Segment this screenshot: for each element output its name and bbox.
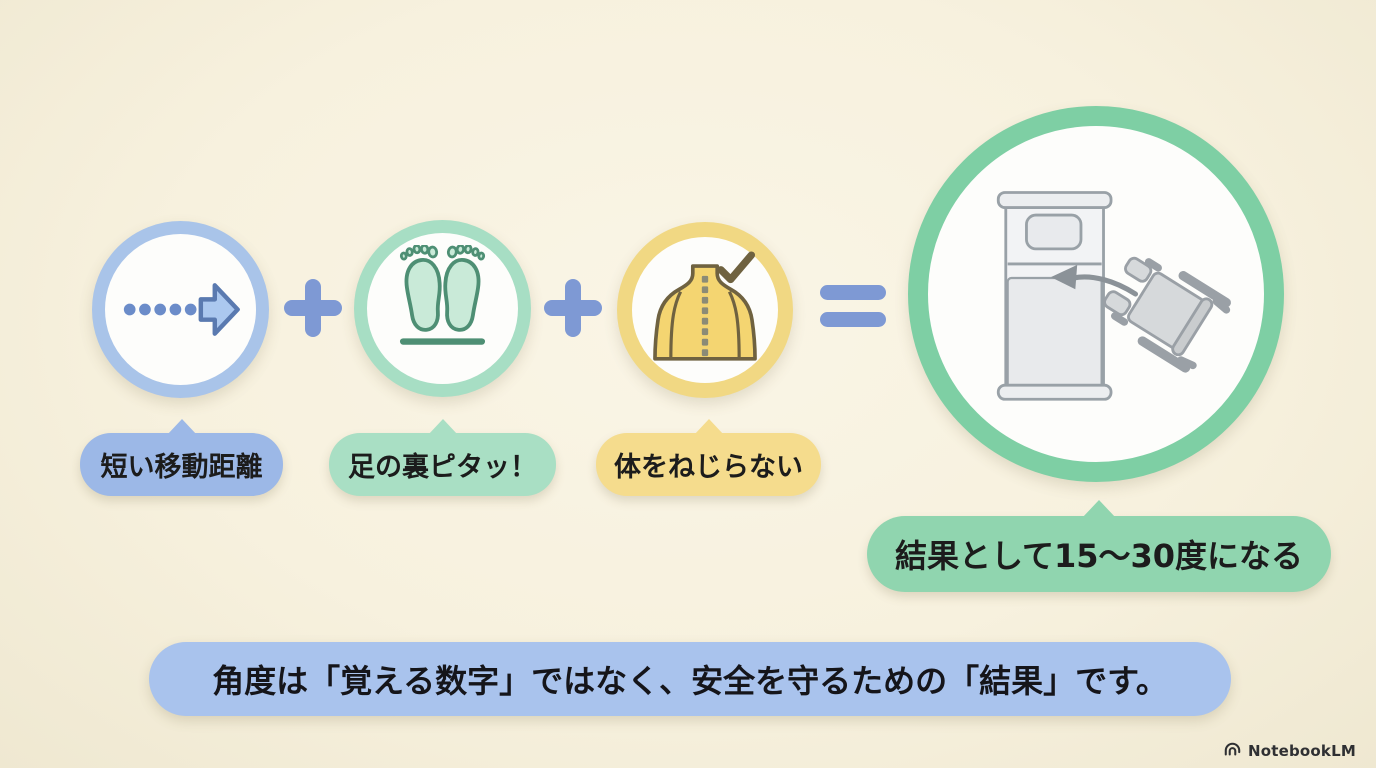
step3-label: 体をねじらない — [614, 452, 803, 483]
step3-circle — [617, 222, 793, 398]
spine-check-icon — [653, 251, 757, 361]
dotted-arrow-icon — [123, 283, 240, 336]
equals-icon — [820, 285, 886, 327]
notebooklm-label: NotebookLM — [1247, 741, 1356, 760]
plus-icon — [544, 279, 602, 337]
notebooklm-watermark: NotebookLM — [1223, 741, 1356, 760]
step3-label-bubble: 体をねじらない — [596, 419, 821, 496]
result-circle — [908, 106, 1284, 482]
conclusion-banner: 角度は「覚える数字」ではなく、安全を守るための「結果」です。 — [149, 642, 1231, 716]
bed-wheelchair-transfer-icon — [996, 191, 1231, 401]
step1-circle — [92, 221, 269, 398]
step1-label: 短い移動距離 — [100, 452, 263, 483]
step2-label-bubble: 足の裏ピタッ！ — [329, 419, 556, 496]
result-label: 結果として15〜30度になる — [894, 537, 1304, 575]
conclusion-text: 角度は「覚える数字」ではなく、安全を守るための「結果」です。 — [212, 662, 1168, 700]
step2-label: 足の裏ピタッ！ — [348, 452, 537, 483]
step1-label-bubble: 短い移動距離 — [80, 419, 283, 496]
step2-circle — [354, 220, 531, 397]
notebooklm-logo-icon — [1224, 742, 1241, 756]
footprints-icon — [399, 245, 486, 345]
plus-icon — [284, 279, 342, 337]
result-label-bubble: 結果として15〜30度になる — [867, 500, 1331, 592]
